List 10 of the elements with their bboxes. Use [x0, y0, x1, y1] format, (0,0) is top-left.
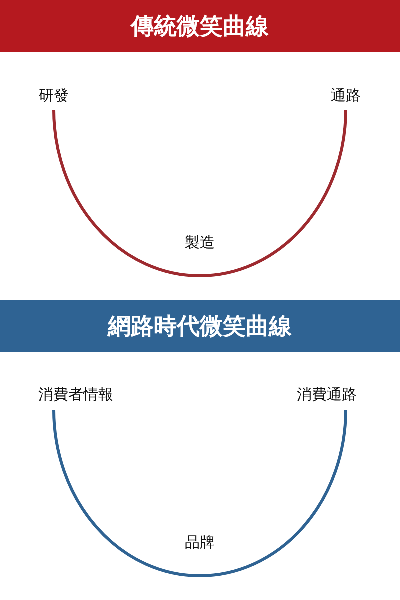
curve-label: 通路	[331, 86, 361, 106]
title-banner	[0, 300, 400, 352]
curve-label: 製造	[185, 234, 215, 252]
curve-label: 研發	[39, 86, 69, 106]
banner-title: 網路時代微笑曲線	[108, 312, 292, 342]
curve-label: 消費者情報	[38, 386, 114, 404]
title-banner	[0, 0, 400, 52]
curve-label: 品牌	[185, 534, 215, 552]
curve-label: 消費通路	[297, 386, 357, 404]
banner-title: 傳統微笑曲線	[131, 12, 269, 42]
